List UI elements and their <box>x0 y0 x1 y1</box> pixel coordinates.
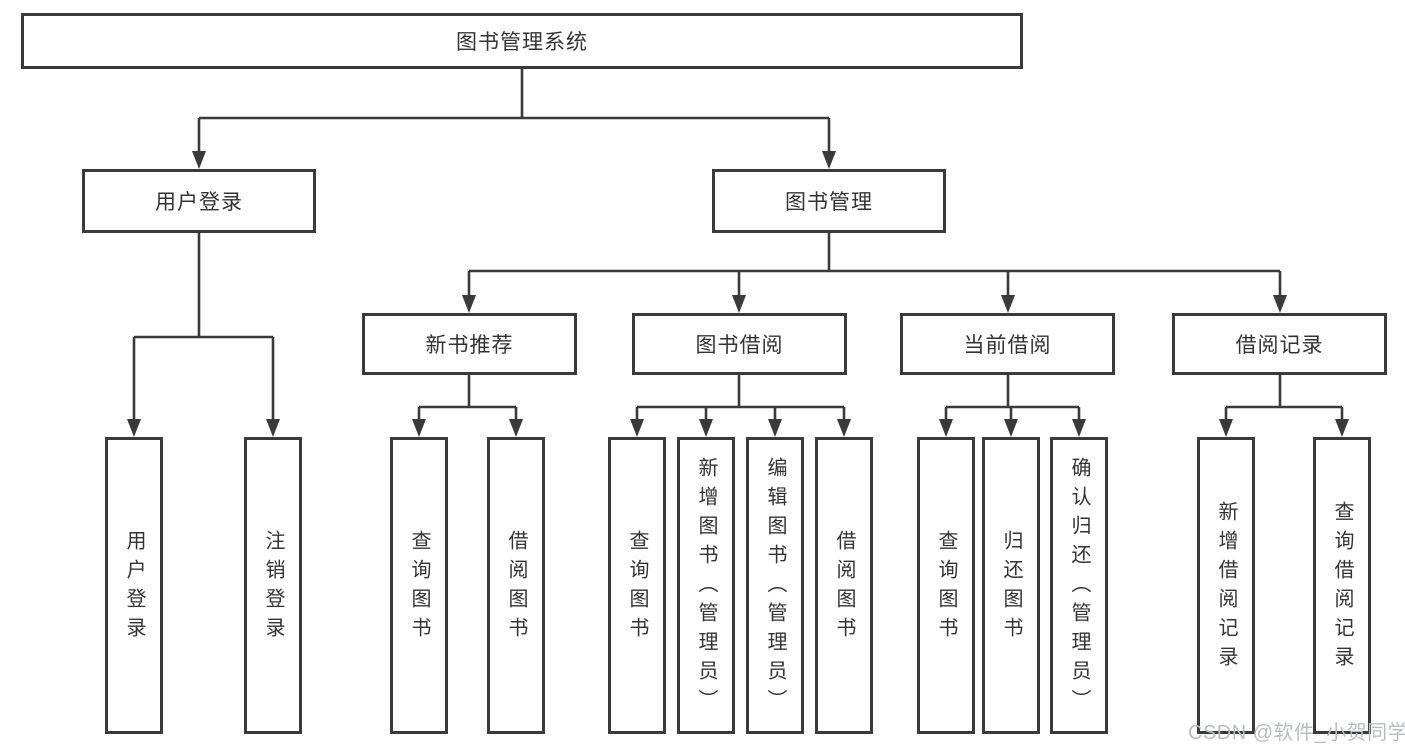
node-library-system: 图书管理系统 <box>21 13 1023 69</box>
edge-user-login-to-leaves <box>127 232 280 437</box>
edge-borrow-records-to-leaves <box>1219 375 1349 437</box>
node-current-borrow: 当前借阅 <box>900 313 1115 375</box>
csdn-watermark: CSDN @软件_小贺同学 <box>1188 722 1405 744</box>
node-borrow-records: 借阅记录 <box>1172 313 1387 375</box>
edge-book-borrow-to-leaves <box>630 375 851 437</box>
edge-current-borrow-to-leaves <box>939 375 1086 437</box>
edge-root-to-level2 <box>192 69 836 169</box>
node-query-books-borrow: 查询图书 <box>608 437 666 734</box>
node-borrow-books: 借阅图书 <box>815 437 873 734</box>
node-user-login: 用户登录 <box>82 169 316 233</box>
node-book-borrow: 图书借阅 <box>632 313 847 375</box>
edge-new-book-recommend-to-leaves <box>412 375 523 437</box>
node-query-borrow-record: 查询借阅记录 <box>1313 437 1371 734</box>
node-add-book-admin: 新增图书（管理员） <box>677 437 735 734</box>
edge-book-management-to-level3 <box>462 232 1287 313</box>
node-borrow-books-recommend: 借阅图书 <box>487 437 545 734</box>
node-book-management: 图书管理 <box>712 169 946 233</box>
node-edit-book-admin: 编辑图书（管理员） <box>746 437 804 734</box>
node-new-book-recommend: 新书推荐 <box>362 313 577 375</box>
node-query-books-recommend: 查询图书 <box>390 437 448 734</box>
node-confirm-return-admin: 确认归还（管理员） <box>1050 437 1108 734</box>
node-logout: 注销登录 <box>244 437 302 734</box>
node-query-books-current: 查询图书 <box>917 437 975 734</box>
node-login: 用户登录 <box>105 437 163 734</box>
node-add-borrow-record: 新增借阅记录 <box>1197 437 1255 734</box>
node-return-book: 归还图书 <box>982 437 1040 734</box>
